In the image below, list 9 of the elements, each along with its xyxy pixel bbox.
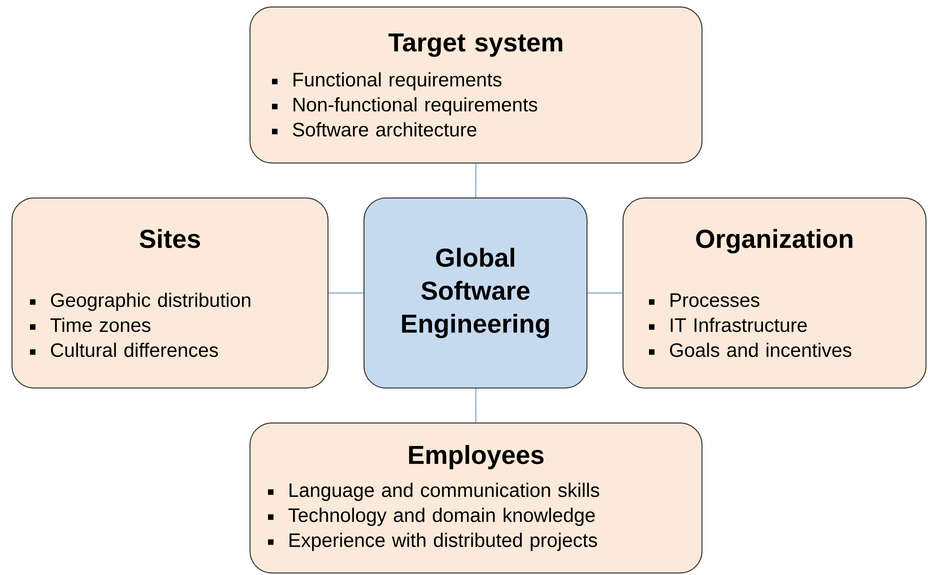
connector-line bbox=[588, 292, 622, 294]
connector-line bbox=[328, 292, 364, 294]
topic-box: Sites Geographic distribution Time zones Cultural differences bbox=[12, 198, 328, 388]
topic-box: Employees Language and communication skills Technology and domain knowledge Experience with distributed projects bbox=[250, 422, 702, 574]
topic-box: Target system Functional requirements Non-functional requirements Software architecture bbox=[250, 6, 702, 164]
connector-line bbox=[475, 388, 476, 422]
central-box: Global Software Engineering bbox=[364, 198, 588, 388]
connector-line bbox=[475, 164, 476, 198]
topic-box: Organization Processes IT Infrastructure Goals and incentives bbox=[622, 198, 927, 388]
